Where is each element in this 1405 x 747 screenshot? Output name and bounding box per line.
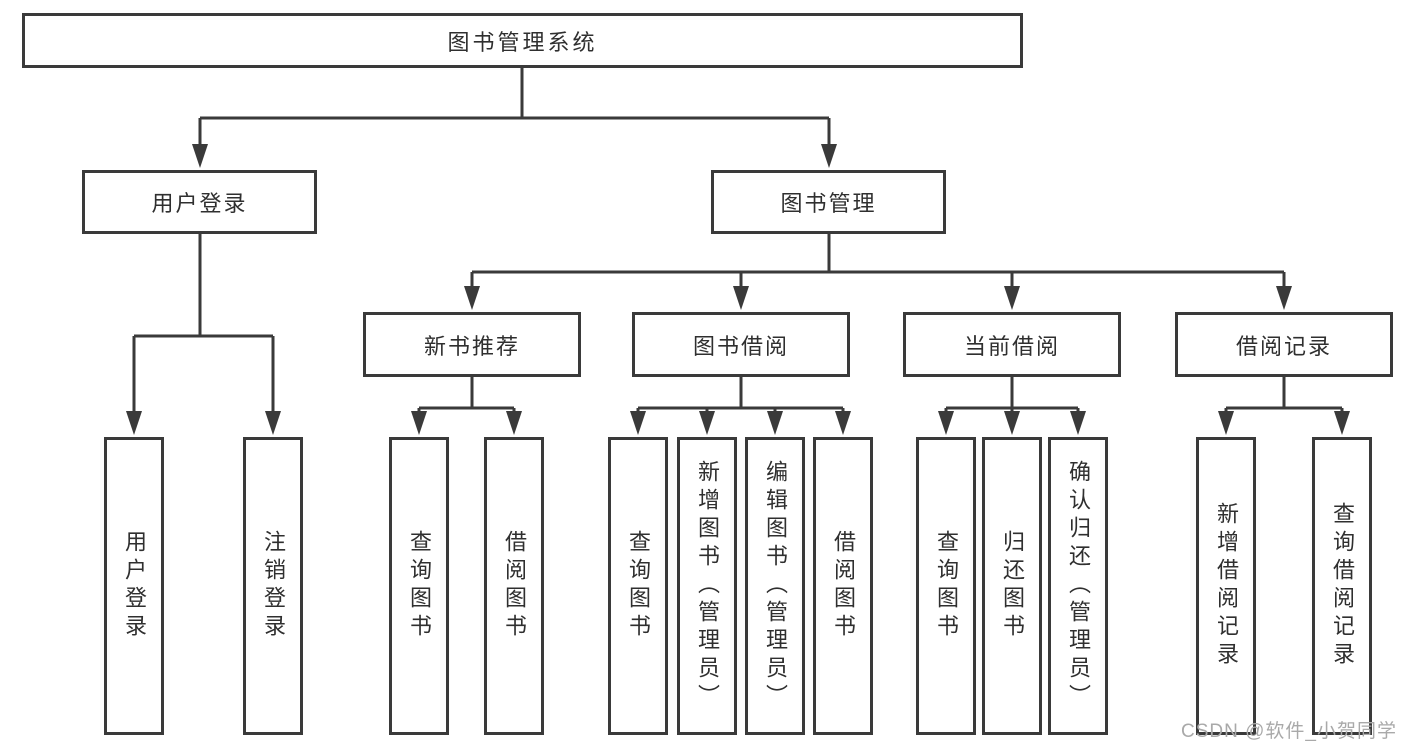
node-book-borrow: 图书借阅 xyxy=(632,312,850,377)
leaf-logout: 注销登录 xyxy=(243,437,303,735)
node-new-book-recommend: 新书推荐 xyxy=(363,312,581,377)
leaf-borrow-book: 借阅图书 xyxy=(813,437,873,735)
leaf-return-book: 归还图书 xyxy=(982,437,1042,735)
leaf-query-book-current: 查询图书 xyxy=(916,437,976,735)
leaf-borrow-book-recommend: 借阅图书 xyxy=(484,437,544,735)
leaf-user-login: 用户登录 xyxy=(104,437,164,735)
node-current-borrow: 当前借阅 xyxy=(903,312,1121,377)
leaf-edit-book-admin: 编辑图书（管理员） xyxy=(745,437,805,735)
leaf-add-borrow-record: 新增借阅记录 xyxy=(1196,437,1256,735)
leaf-confirm-return-admin: 确认归还（管理员） xyxy=(1048,437,1108,735)
leaf-add-book-admin: 新增图书（管理员） xyxy=(677,437,737,735)
leaf-query-borrow-record: 查询借阅记录 xyxy=(1312,437,1372,735)
node-user-login: 用户登录 xyxy=(82,170,317,234)
node-book-management: 图书管理 xyxy=(711,170,946,234)
csdn-watermark: CSDN @软件_小贺同学 xyxy=(1181,721,1397,742)
arrowheads xyxy=(126,144,1350,435)
node-root-library-system: 图书管理系统 xyxy=(22,13,1023,68)
leaf-query-book-recommend: 查询图书 xyxy=(389,437,449,735)
node-borrow-record: 借阅记录 xyxy=(1175,312,1393,377)
leaf-query-book-borrow: 查询图书 xyxy=(608,437,668,735)
